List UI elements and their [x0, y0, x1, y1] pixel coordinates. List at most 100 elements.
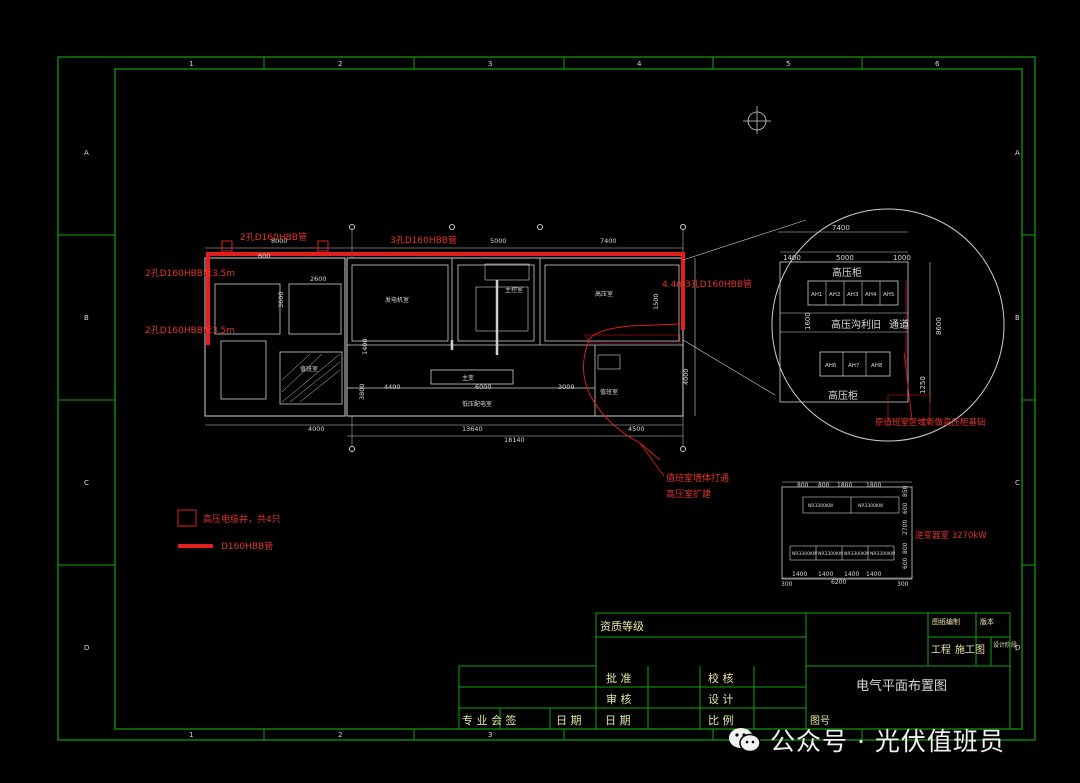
cabinet-cell: AH7	[848, 363, 860, 369]
dim-text: 1500	[652, 293, 660, 310]
col-label: 3	[488, 60, 492, 68]
col-label: 1	[189, 731, 193, 739]
pass-label: 通道	[889, 318, 909, 331]
dim-text: 4000	[682, 368, 690, 385]
drawing-no-label: 图号	[810, 715, 830, 727]
row-label: C	[84, 479, 89, 487]
project-label: 工程	[931, 644, 951, 656]
dim-text: 300	[897, 581, 909, 588]
title-block-text: 资质等级 批 准 审 核 校 核 设 计 专 业 会 签 日 期 日 期 比 例…	[462, 619, 985, 727]
room-labels: 发电机室 主控室 高压室 主变 低压配电室 值班室 值班室	[300, 286, 618, 408]
col-label: 5	[786, 60, 790, 68]
inverter-cells: NR3300KW NR3300KW NR3300KW NR3300KW NR33…	[792, 503, 896, 557]
pipe-label: 2孔D160HBB管3.5m	[145, 267, 235, 279]
dim-text: 800	[902, 542, 909, 554]
dim-text: 850	[902, 485, 909, 497]
dim-text: 8600	[935, 317, 943, 335]
detail-cells: AH1 AH2 AH3 AH4 AH5 AH6 AH7 AH8	[811, 292, 895, 369]
trench-label: 高压沟利旧	[831, 318, 881, 331]
pipe-label: 2孔D160HBB管	[240, 231, 307, 243]
dim-text: 3600	[277, 291, 285, 308]
legend: 高压电缆井，共4只 D160HBB管	[177, 509, 281, 552]
col-label: 3	[488, 731, 492, 739]
outer-frame	[57, 56, 1036, 741]
title-block	[458, 612, 1011, 730]
inverter-cell: NR3300KW	[870, 551, 896, 557]
cabinet-cell: AH1	[811, 292, 822, 298]
dim-text: 600	[902, 557, 909, 569]
dim-text: 5000	[490, 237, 507, 245]
grid-labels: 1 2 3 4 5 6 1 2 3 A B C D A B C D	[84, 60, 1020, 739]
row-label: C	[1015, 479, 1020, 487]
pipe-route	[206, 240, 685, 477]
note-label: 高压室扩建	[666, 488, 711, 500]
dim-text: 6000	[475, 383, 492, 391]
room-label: 值班室	[300, 365, 318, 373]
scale-label: 比 例	[708, 713, 734, 727]
pipe-label: 4.4m3孔D160HBB管	[662, 278, 752, 290]
inverter-cell: NR3300KW	[792, 551, 818, 557]
dim-text: 13640	[462, 425, 483, 433]
dim-text: 8000	[271, 237, 288, 245]
inverter-cell: NR3300KW	[858, 503, 884, 509]
row-label: A	[1015, 149, 1020, 157]
dim-text: 1400	[866, 571, 881, 578]
note-label: 值班室墙体打通	[666, 472, 729, 484]
date-label: 日 期	[605, 714, 631, 727]
dim-text: 600	[258, 252, 270, 260]
cabinet-label: 高压柜	[832, 266, 862, 279]
dim-text: 1400	[844, 571, 859, 578]
version-label: 版本	[980, 617, 994, 626]
dim-text: 1400	[792, 571, 807, 578]
col-label: 2	[338, 731, 342, 739]
north-arrow-icon	[743, 106, 771, 134]
pipe-label: 2孔D160HBB管3.5m	[145, 324, 235, 336]
col-label: 1	[189, 60, 193, 68]
row-label: D	[84, 644, 89, 652]
cabinet-cell: AH6	[825, 363, 837, 369]
dim-text: 800	[818, 482, 830, 489]
room-label: 高压室	[595, 290, 613, 298]
dim-text: 18140	[504, 436, 525, 444]
legend-well-swatch	[177, 509, 197, 527]
floor-plan	[204, 224, 696, 452]
inverter-room	[781, 481, 913, 580]
pipe-label: 3孔D160HBB管	[390, 234, 457, 246]
check-label: 校 核	[708, 671, 734, 685]
room-label: 发电机室	[385, 296, 409, 304]
catalog-label: 图纸编制	[932, 617, 960, 626]
specialty-label: 专 业 会 签	[462, 713, 517, 727]
row-label: B	[1015, 314, 1020, 322]
title-block-small: 设计阶段 图纸编制 版本	[932, 617, 1017, 649]
col-label: 6	[935, 60, 940, 68]
inverter-dimensions: 800 800 1800 1800 1400 1400 1400 1400 62…	[781, 482, 909, 588]
drawing-title: 电气平面布置图	[856, 678, 947, 694]
cabinet-cell: AH8	[871, 363, 883, 369]
plan-annotations: 2孔D160HBB管 3孔D160HBB管 2孔D160HBB管3.5m 2孔D…	[145, 231, 752, 500]
dim-text: 600	[902, 502, 909, 514]
stage-small-label: 设计阶段	[993, 641, 1017, 649]
dim-text: 4400	[384, 383, 401, 391]
room-label: 低压配电室	[462, 400, 492, 408]
inverter-cell: NR3300KW	[844, 551, 870, 557]
row-label: A	[84, 149, 89, 157]
room-label: 主变	[462, 374, 474, 382]
grid-ticks	[58, 57, 1035, 740]
dim-text: 3000	[558, 383, 575, 391]
plan-dimensions: 8000 5000 7400 600 2600 3600 4000 13640 …	[258, 237, 690, 444]
cabinet-cell: AH2	[829, 292, 840, 298]
detail-labels: 高压柜 高压柜 高压沟利旧 通道	[828, 266, 909, 402]
dim-text: 1400	[818, 571, 833, 578]
watermark-text: 公众号 · 光伏值班员	[770, 727, 1005, 756]
dim-text: 1000	[893, 254, 911, 262]
row-label: B	[84, 314, 89, 322]
detail-note: 原值班室区域新做高压柜基础	[875, 417, 986, 428]
row-label: D	[1015, 644, 1020, 652]
cabinet-cell: AH4	[865, 292, 877, 298]
dim-text: 1400	[783, 254, 801, 262]
dim-text: 300	[781, 581, 793, 588]
watermark: 公众号 · 光伏值班员	[728, 722, 1005, 758]
dim-text: 2600	[310, 275, 327, 283]
col-label: 2	[338, 60, 342, 68]
